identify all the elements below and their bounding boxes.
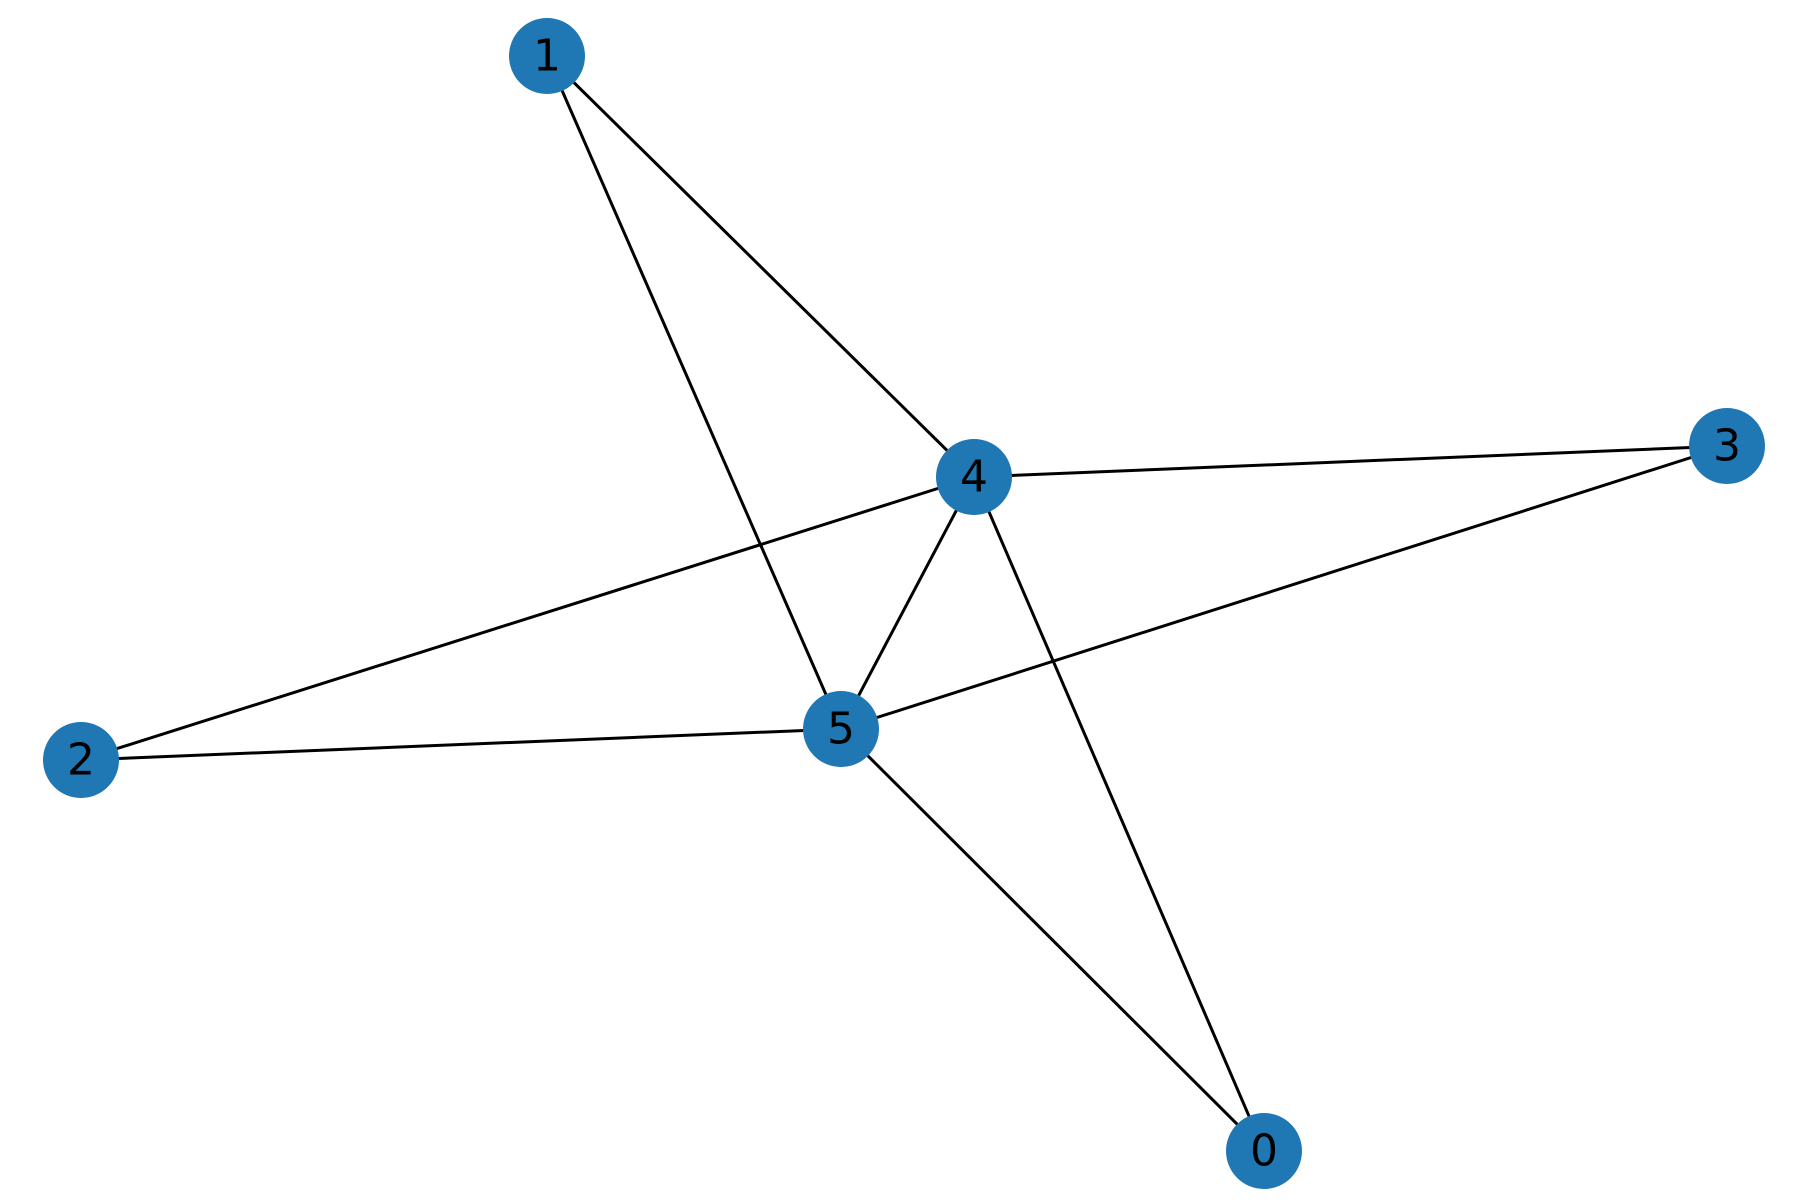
node-3: 3 <box>1689 408 1765 484</box>
node-1: 1 <box>509 18 585 94</box>
node-4: 4 <box>936 439 1012 515</box>
node-label: 1 <box>533 31 561 82</box>
node-0: 0 <box>1226 1113 1302 1189</box>
edge-5-2 <box>80 727 842 762</box>
node-circle <box>1226 1113 1302 1189</box>
edge-5-3 <box>840 444 1728 731</box>
edge-5-0 <box>839 727 1266 1153</box>
edge-4-0 <box>972 476 1266 1152</box>
edges-layer <box>80 54 1728 1153</box>
node-circle <box>936 439 1012 515</box>
node-circle <box>803 691 879 767</box>
node-5: 5 <box>803 691 879 767</box>
node-label: 2 <box>67 735 95 786</box>
node-circle <box>509 18 585 94</box>
node-label: 4 <box>960 452 988 503</box>
node-circle <box>1689 408 1765 484</box>
node-label: 5 <box>827 704 855 755</box>
edge-4-5 <box>839 476 976 730</box>
edge-4-2 <box>80 475 975 762</box>
node-label: 3 <box>1713 421 1741 472</box>
edge-1-5 <box>545 55 843 730</box>
node-label: 0 <box>1250 1126 1278 1177</box>
nodes-layer: 0 1 2 3 4 5 <box>43 18 1765 1189</box>
edge-4-3 <box>973 444 1728 479</box>
node-2: 2 <box>43 722 119 798</box>
node-circle <box>43 722 119 798</box>
edge-1-4 <box>545 54 976 479</box>
